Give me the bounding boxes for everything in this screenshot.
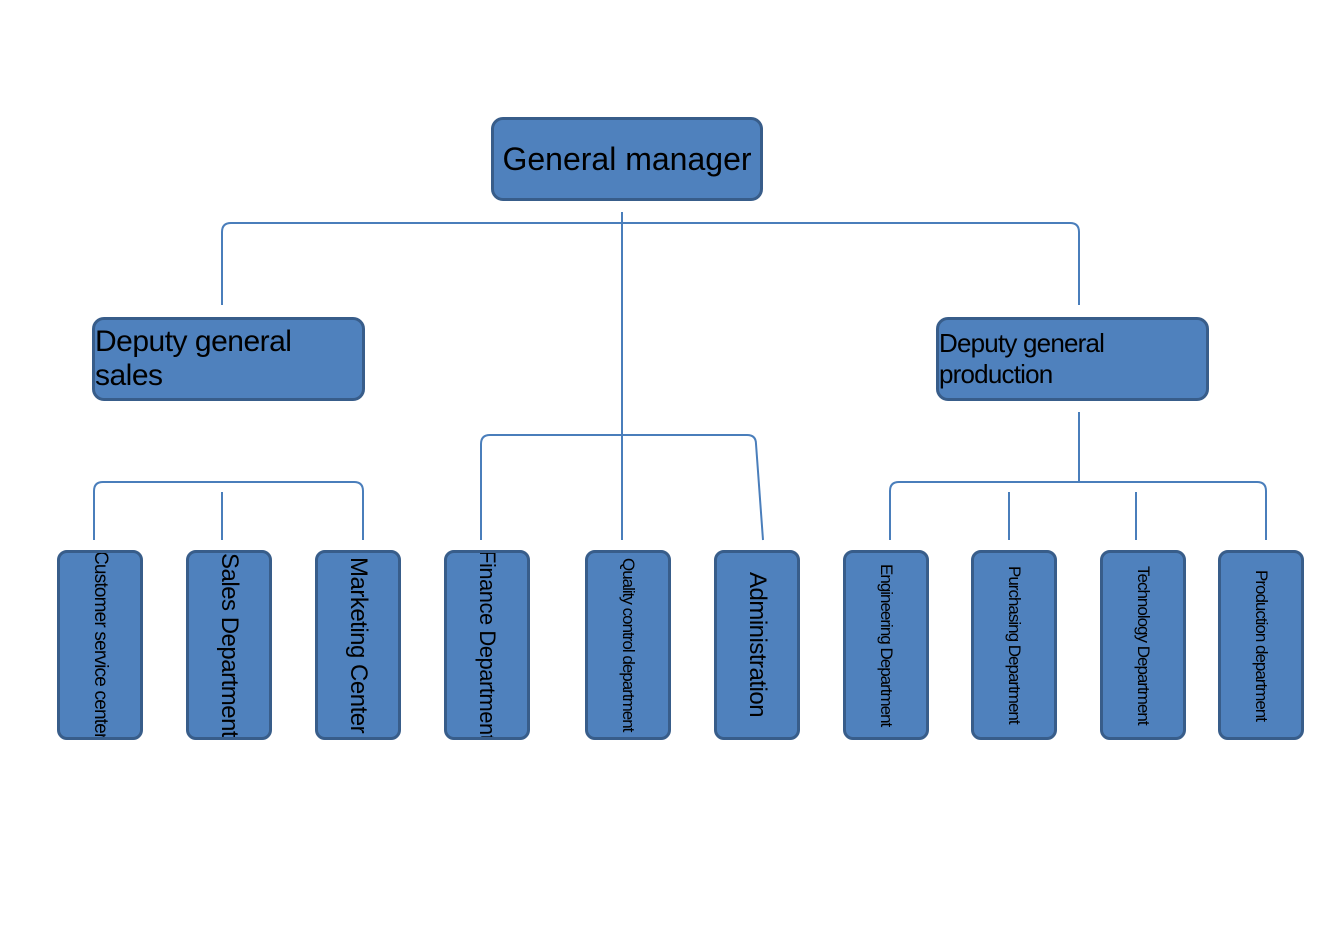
deputy-sales-label: Deputy general sales [95, 325, 292, 392]
general-manager-box[interactable]: General manager [491, 117, 763, 201]
dept-finance-box[interactable]: Finance Department [444, 550, 530, 740]
dept-production-box[interactable]: Production department [1218, 550, 1304, 740]
deputy-sales-box[interactable]: Deputy general sales [92, 317, 365, 401]
connector-production-group [889, 481, 1267, 540]
dept-purchasing-box[interactable]: Purchasing Department [971, 550, 1057, 740]
dept-quality-control-label: Quality control department [619, 558, 638, 732]
dept-finance-label: Finance Department [475, 550, 500, 740]
dept-sales-label: Sales Department [216, 552, 243, 738]
deputy-production-label: Deputy general production [939, 328, 1105, 389]
dept-engineering-box[interactable]: Engineering Department [843, 550, 929, 740]
dept-administration-label: Administration [744, 572, 771, 718]
dept-quality-control-box[interactable]: Quality control department [585, 550, 671, 740]
general-manager-label: General manager [502, 140, 752, 177]
dept-customer-service-label: Customer service center [90, 551, 111, 739]
dept-engineering-label: Engineering Department [877, 563, 896, 727]
dept-customer-service-box[interactable]: Customer service center [57, 550, 143, 740]
dept-technology-label: Technology Department [1134, 565, 1153, 725]
connector-sales-group [93, 481, 364, 540]
dept-marketing-box[interactable]: Marketing Center [315, 550, 401, 740]
dept-marketing-label: Marketing Center [345, 556, 372, 734]
dept-production-label: Production department [1252, 569, 1271, 721]
dept-technology-box[interactable]: Technology Department [1100, 550, 1186, 740]
dept-administration-box[interactable]: Administration [714, 550, 800, 740]
deputy-production-box[interactable]: Deputy general production [936, 317, 1209, 401]
connector-center-group [480, 434, 764, 541]
dept-sales-box[interactable]: Sales Department [186, 550, 272, 740]
dept-purchasing-label: Purchasing Department [1005, 566, 1024, 724]
connector-root-horizontal [221, 222, 1080, 305]
